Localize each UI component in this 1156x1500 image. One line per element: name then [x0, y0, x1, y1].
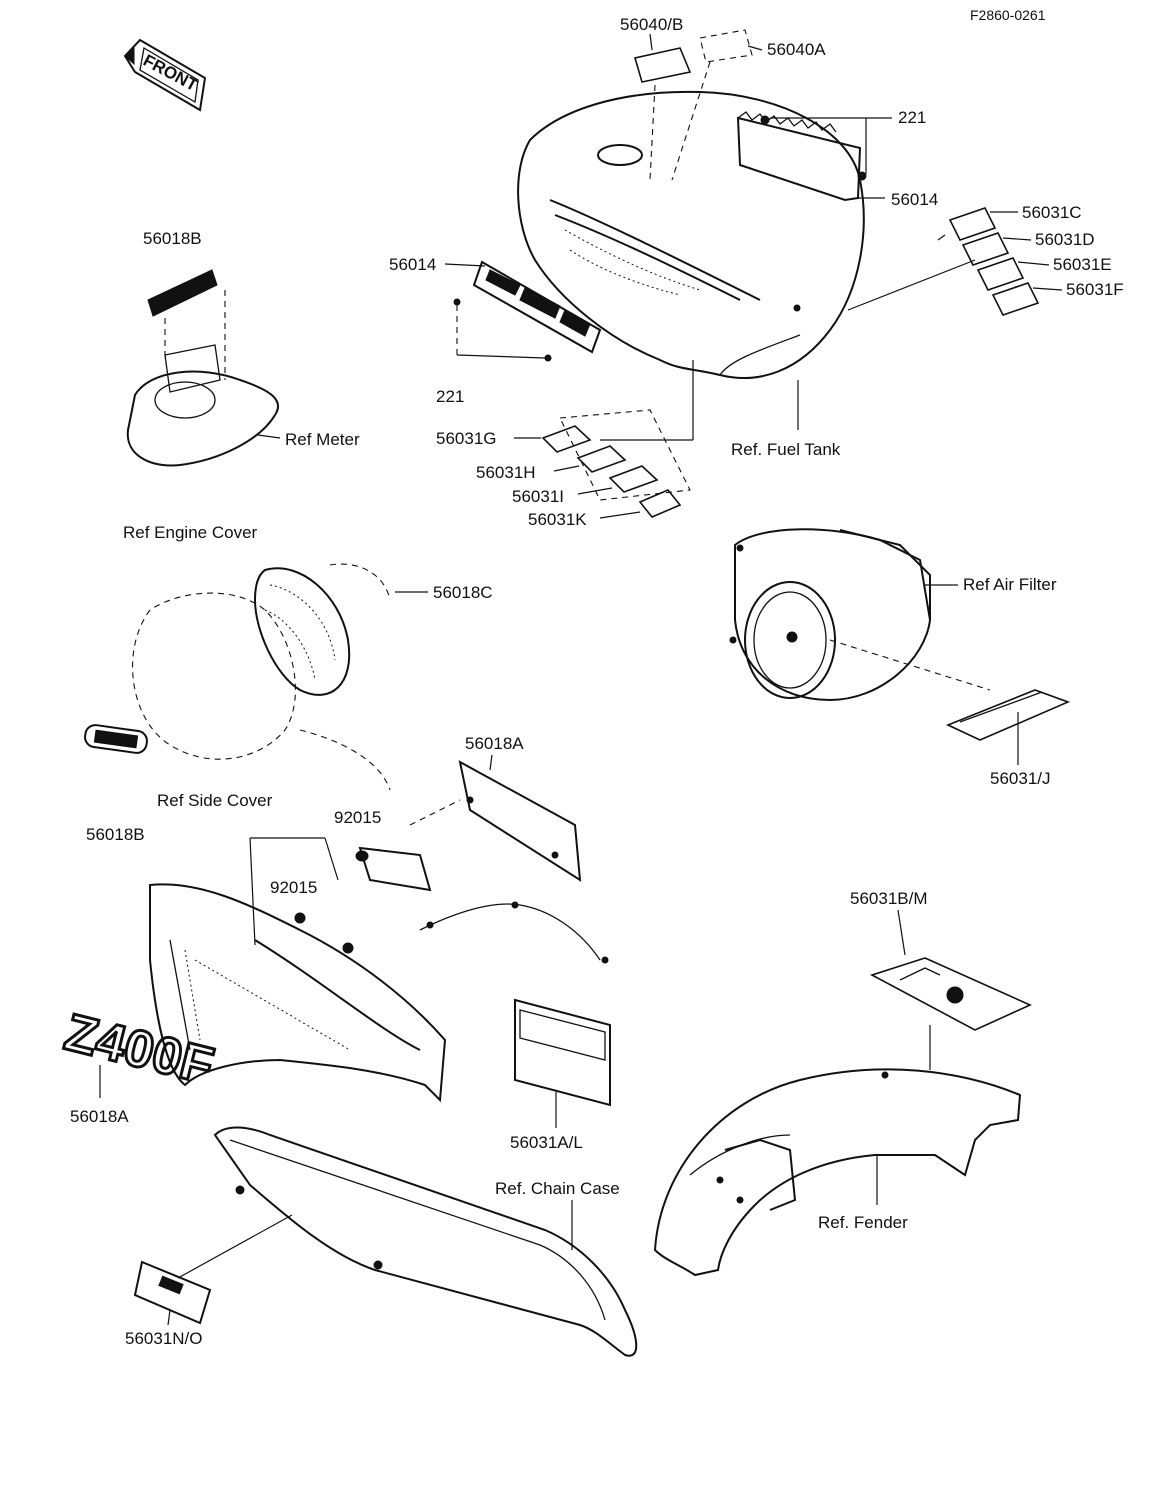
front-direction-sign: FRONT	[123, 38, 207, 112]
label-ref-fuel-tank: Ref. Fuel Tank	[731, 440, 841, 459]
label-ref-engine-cover: Ref Engine Cover	[123, 523, 258, 542]
label-56031e: 56031E	[1053, 255, 1112, 274]
label-92015-bottom: 92015	[270, 878, 317, 897]
label-56018b-top: 56018B	[143, 229, 202, 248]
decal-56031bm	[869, 957, 1032, 1031]
label-56018a-bottom: 56018A	[70, 1107, 129, 1126]
label-56031g: 56031G	[436, 429, 497, 448]
label-56031i: 56031I	[512, 487, 564, 506]
plate-56018a	[458, 760, 582, 882]
label-ref-chain-case: Ref. Chain Case	[495, 1179, 620, 1198]
emblem-56014-right	[736, 111, 867, 202]
label-56018b-bottom: 56018B	[86, 825, 145, 844]
label-ref-fender: Ref. Fender	[818, 1213, 908, 1232]
label-56031d: 56031D	[1035, 230, 1095, 249]
label-56014-right: 56014	[891, 190, 938, 209]
engine-cover-ref	[132, 563, 391, 760]
z400f-emblem-text: Z400F	[59, 1003, 219, 1096]
label-ref-meter: Ref Meter	[285, 430, 360, 449]
air-filter-ref	[729, 528, 932, 702]
label-56031bm: 56031B/M	[850, 889, 928, 908]
label-56040b: 56040/B	[620, 15, 683, 34]
label-56031j: 56031/J	[990, 769, 1051, 788]
label-56031al: 56031A/L	[510, 1133, 583, 1152]
meter-ref	[126, 344, 281, 467]
emblem-56014-left	[453, 260, 602, 362]
label-221-left: 221	[436, 387, 464, 406]
decal-56031j	[945, 689, 1071, 741]
plate-56031al	[514, 998, 611, 1107]
decals-56031c-f	[937, 207, 1040, 316]
label-56031no: 56031N/O	[125, 1329, 203, 1348]
side-cover-ref	[149, 883, 447, 1103]
label-56031f: 56031F	[1066, 280, 1124, 299]
label-92015-top: 92015	[334, 808, 381, 827]
emblem-z400f: Z400F	[58, 1002, 221, 1098]
label-56031k: 56031K	[528, 510, 587, 529]
label-56031c: 56031C	[1022, 203, 1082, 222]
reference-code: F2860-0261	[970, 7, 1046, 23]
chain-case-ref	[213, 1126, 638, 1357]
fender-ref	[653, 1068, 1022, 1277]
label-221-top: 221	[898, 108, 926, 127]
label-56018a-top: 56018A	[465, 734, 524, 753]
label-ref-side-cover: Ref Side Cover	[157, 791, 273, 810]
label-56014-left: 56014	[389, 255, 436, 274]
decal-56031no	[133, 1260, 212, 1325]
decals-56031g-k	[541, 409, 691, 518]
grommet-92015	[355, 846, 432, 892]
emblem-56018b-meter	[147, 269, 226, 380]
label-56018c: 56018C	[433, 583, 493, 602]
emblem-56018b-side	[84, 724, 148, 754]
decal-56040b	[633, 29, 753, 83]
label-ref-air-filter: Ref Air Filter	[963, 575, 1057, 594]
label-56040a: 56040A	[767, 40, 826, 59]
label-56031h: 56031H	[476, 463, 536, 482]
fuel-tank	[517, 90, 865, 379]
